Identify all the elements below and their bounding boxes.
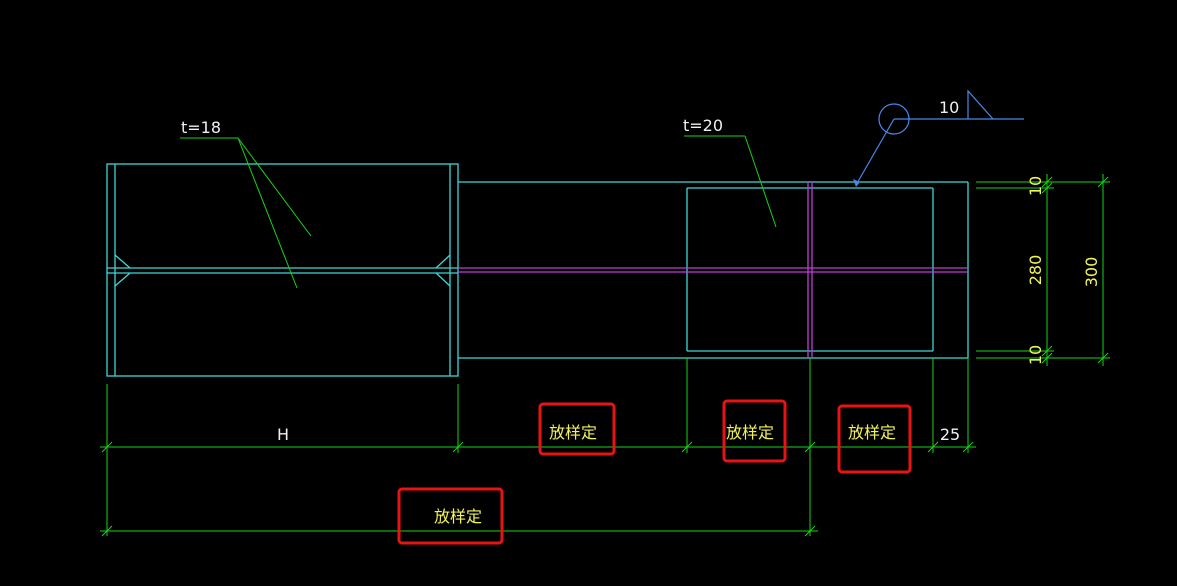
left-thickness-label: t=18 bbox=[181, 118, 221, 137]
weld-symbol bbox=[853, 89, 1024, 187]
dim-web-label: 280 bbox=[1026, 255, 1045, 286]
right-section bbox=[458, 181, 969, 359]
left-section bbox=[106, 163, 459, 377]
dim-lofting-3-label: 放样定 bbox=[848, 423, 896, 442]
right-thickness-leader bbox=[744, 135, 777, 228]
fillet-weld-triangle-icon bbox=[967, 89, 994, 120]
right-thickness-label: t=20 bbox=[683, 116, 723, 135]
dim-25-label: 25 bbox=[940, 425, 960, 444]
dim-bottom-flange-label: 10 bbox=[1026, 345, 1045, 365]
weld-arrow-head-icon bbox=[853, 179, 860, 187]
left-thickness-leader-2 bbox=[237, 137, 298, 289]
horizontal-dim-ticks bbox=[101, 441, 974, 537]
left-thickness-leader-1 bbox=[237, 137, 312, 237]
horizontal-dimensions bbox=[100, 358, 976, 537]
leaders bbox=[180, 135, 777, 289]
highlight-boxes bbox=[397, 399, 912, 545]
left-web-chamfers bbox=[114, 254, 451, 287]
dim-h-label: H bbox=[277, 425, 289, 444]
highlight-box-3 bbox=[837, 404, 912, 474]
dim-top-flange-label: 10 bbox=[1026, 176, 1045, 196]
weld-arrow-line bbox=[855, 118, 895, 186]
left-section-outline bbox=[106, 163, 459, 377]
weld-size-label: 10 bbox=[939, 98, 959, 117]
highlight-box-overall bbox=[397, 487, 504, 545]
centerlines bbox=[458, 182, 968, 358]
vertical-dim-ticks bbox=[1041, 176, 1109, 364]
dim-lofting-2-label: 放样定 bbox=[726, 423, 774, 442]
vertical-dimensions bbox=[976, 174, 1110, 366]
dim-total-height-label: 300 bbox=[1082, 257, 1101, 288]
highlight-box-2 bbox=[722, 399, 787, 463]
dim-lofting-1-label: 放样定 bbox=[549, 423, 597, 442]
highlight-box-1 bbox=[538, 402, 616, 456]
dim-lofting-overall-label: 放样定 bbox=[434, 507, 482, 526]
